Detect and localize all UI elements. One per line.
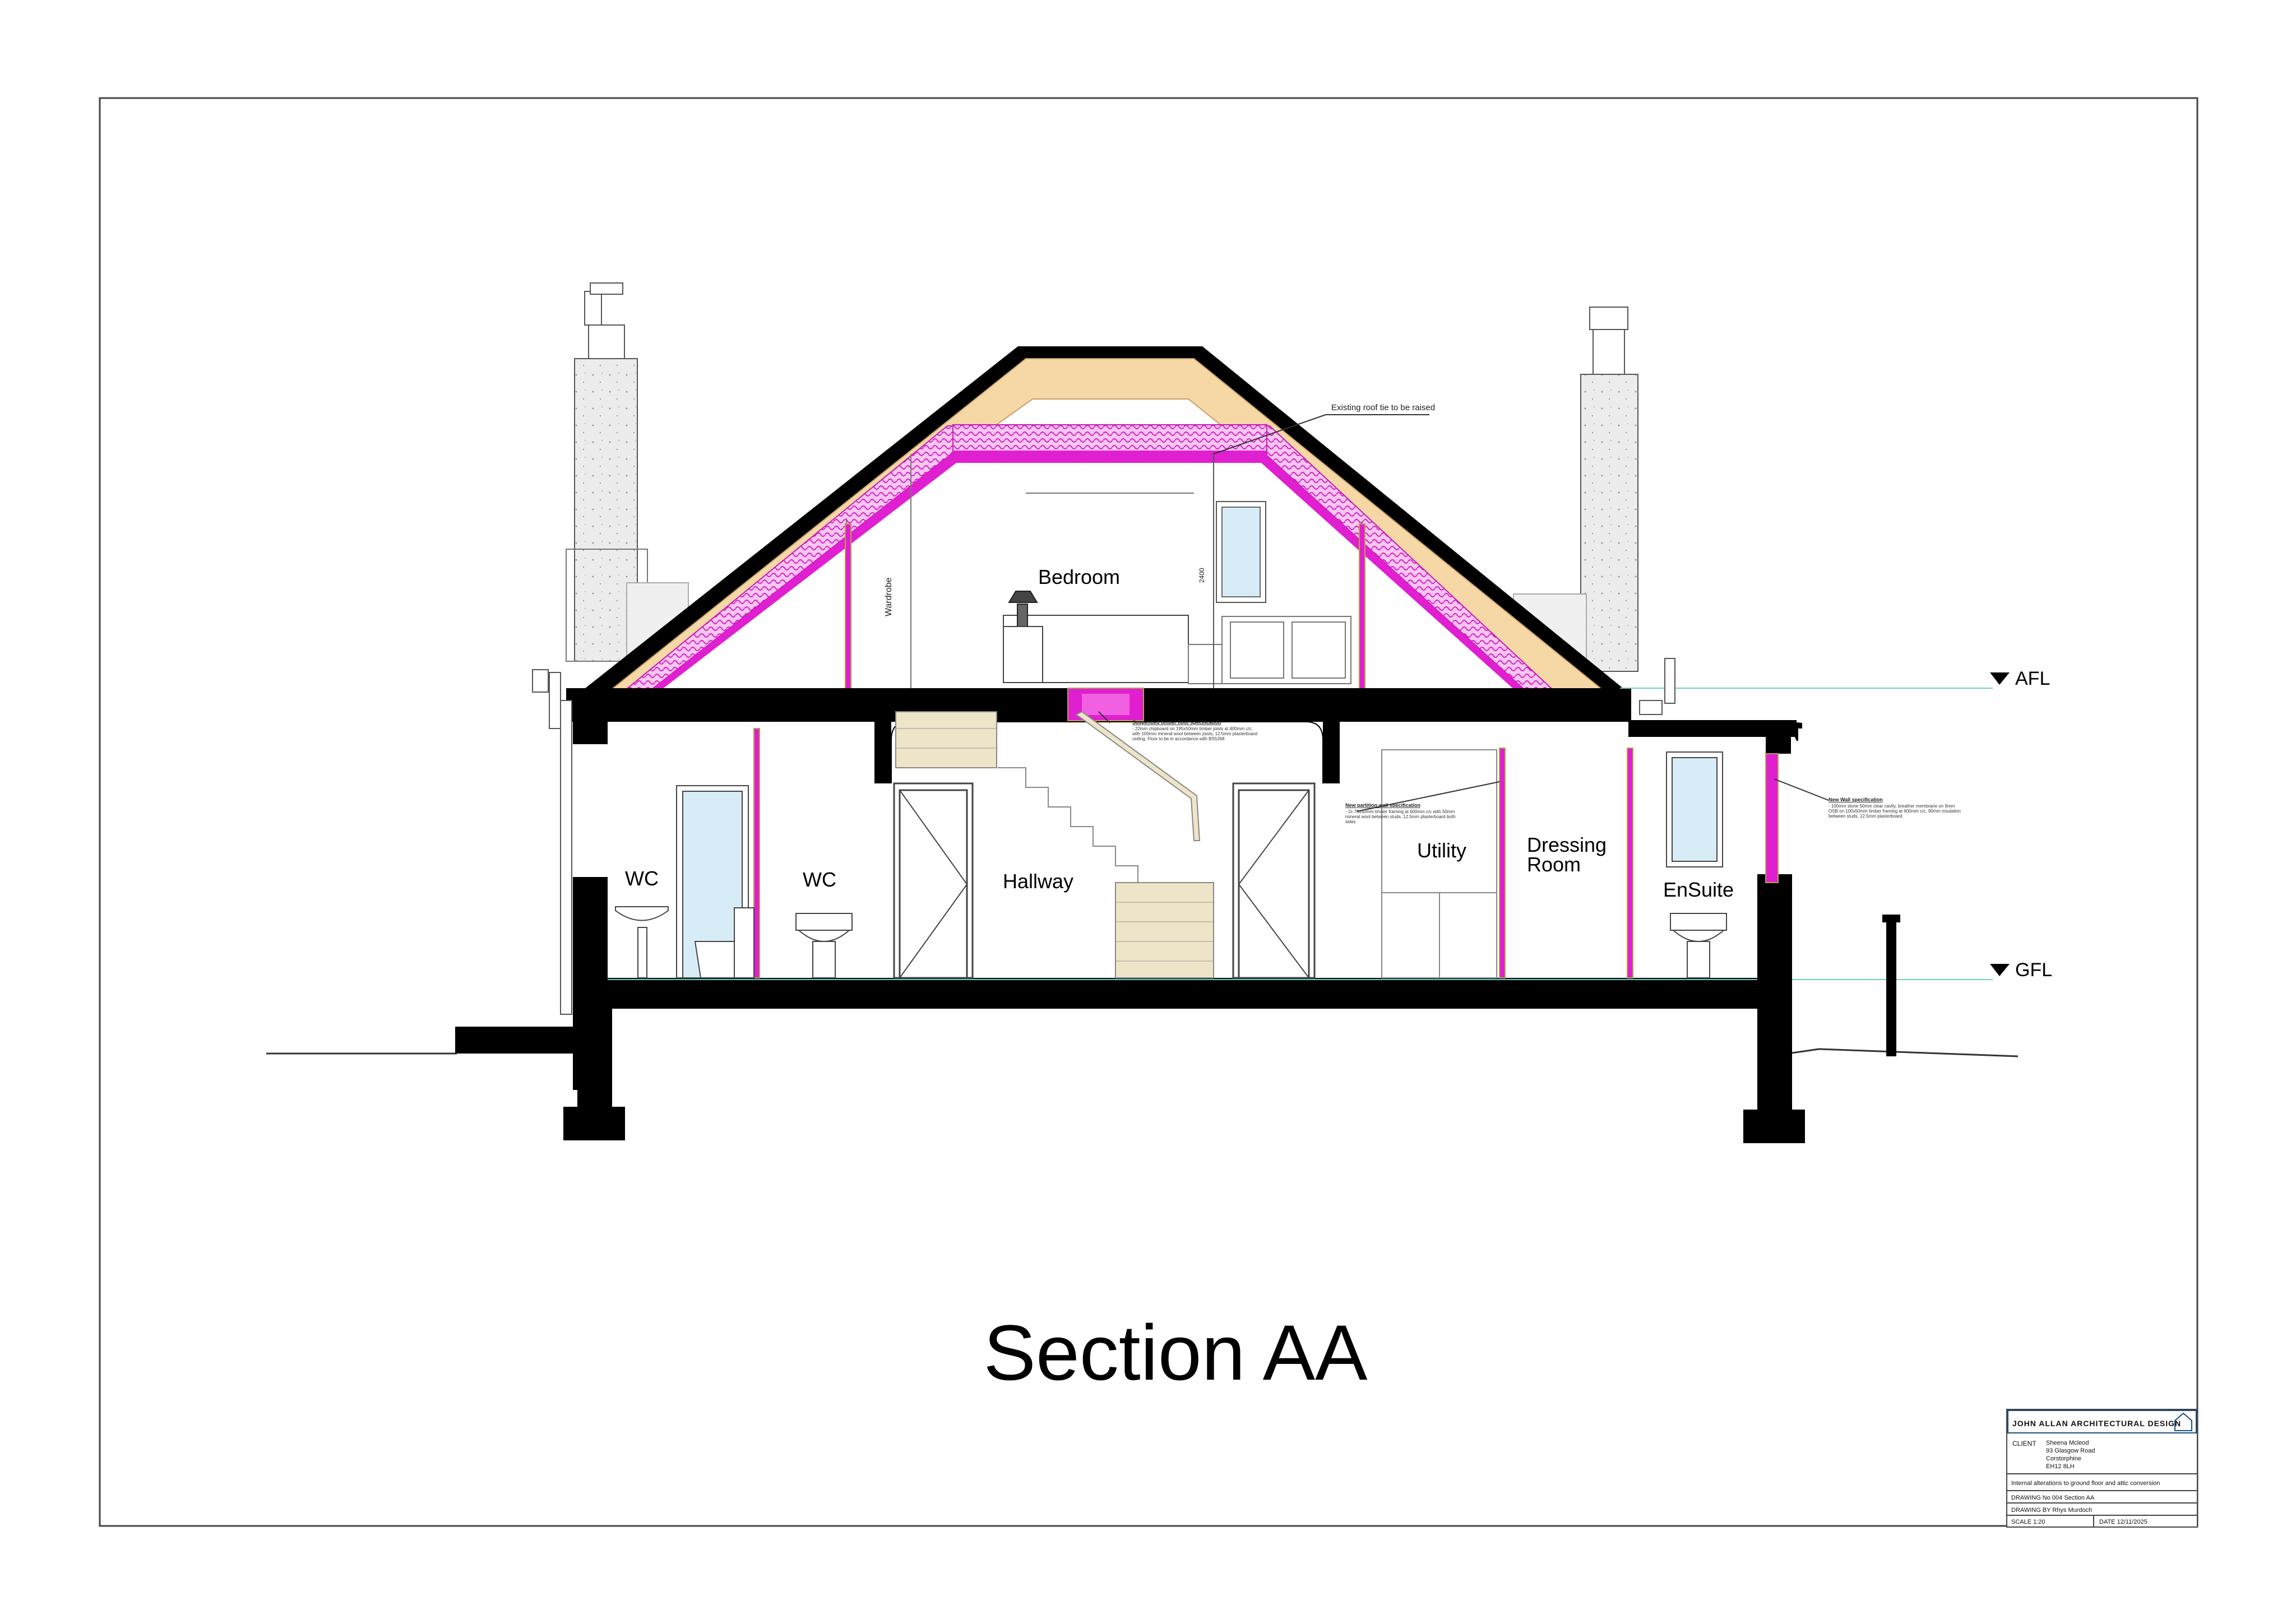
- room-label-ensuite: EnSuite: [1663, 878, 1734, 901]
- bollard: [1886, 919, 1896, 1056]
- project-description: Internal alterations to ground floor and…: [2011, 1480, 2160, 1487]
- firm-name: JOHN ALLAN ARCHITECTURAL DESIGN: [2012, 1419, 2181, 1428]
- room-label-dressing-1: Dressing: [1527, 833, 1607, 856]
- roof-tie-note: Existing roof tie to be raised: [1213, 403, 1435, 454]
- client-line-4: EH12 8LH: [2046, 1463, 2075, 1470]
- floor-spec-note: Suspended timber floor specification - 2…: [1098, 711, 1258, 741]
- date: DATE 12/11/2025: [2099, 1519, 2147, 1525]
- partition-spec-body: - 2x 75x50mm timber framing at 600mm c/c…: [1345, 809, 1456, 824]
- client-label: CLIENT: [2012, 1440, 2036, 1447]
- drawing-title: Section AA: [984, 1309, 1368, 1396]
- room-label-wc-left: WC: [625, 867, 659, 890]
- ground-line: [266, 1048, 2019, 1057]
- gfl-label: GFL: [2015, 959, 2052, 981]
- wall-spec-note: New Wall specification - 100mm stone 50m…: [1774, 778, 1961, 819]
- wall-spec-body: - 100mm stone 50mm clear cavity, breathe…: [1829, 804, 1961, 819]
- interior-walls: [753, 728, 1779, 978]
- wc-left-fixtures: [615, 785, 754, 978]
- ground-floor-walls: [455, 720, 1805, 1143]
- afl-label: AFL: [2015, 668, 2050, 689]
- hallway-doors: [893, 782, 1316, 979]
- wardrobe-label: Wardrobe: [884, 577, 894, 616]
- chimney-right: [1580, 307, 1638, 672]
- gfl-marker: [1990, 964, 2010, 976]
- client-line-2: 93 Glasgow Road: [2046, 1447, 2095, 1454]
- room-label-hallway: Hallway: [1003, 870, 1073, 893]
- svg-text:New Wall specification: New Wall specification: [1829, 797, 1883, 802]
- scale: SCALE 1:20: [2011, 1519, 2045, 1525]
- bollard-cap: [1882, 915, 1900, 922]
- chimney-left: [566, 282, 648, 662]
- client-line-1: Sheena Mcleod: [2046, 1440, 2089, 1446]
- client-line-3: Corstorphine: [2046, 1455, 2081, 1462]
- drawing-number: DRAWING No 004 Section AA: [2011, 1495, 2095, 1501]
- partition-spec-note: New partition wall specification - 2x 75…: [1345, 781, 1500, 824]
- room-label-bedroom: Bedroom: [1038, 565, 1120, 588]
- wc-right-fixtures: [795, 913, 853, 978]
- attic-floor: [566, 688, 1631, 722]
- utility-cabinets: [1381, 749, 1497, 978]
- title-block: JOHN ALLAN ARCHITECTURAL DESIGN CLIENT S…: [2006, 1409, 2198, 1528]
- room-label-dressing-2: Room: [1527, 853, 1581, 876]
- gutter-right: [1639, 658, 1675, 715]
- house-logo-icon: [2174, 1412, 2192, 1431]
- room-label-utility: Utility: [1417, 839, 1466, 862]
- svg-text:Suspended timber floor specifi: Suspended timber floor specification: [1132, 720, 1221, 725]
- downpipe-left: [532, 669, 572, 1015]
- drawn-by: DRAWING BY Rhys Murdoch: [2011, 1507, 2092, 1514]
- floor-spec-body: - 22mm chipboard on 195x50mm timber jois…: [1132, 726, 1258, 741]
- staircase: [895, 711, 1214, 978]
- room-label-wc-right: WC: [803, 868, 836, 891]
- ensuite-fixtures: [1666, 751, 1727, 978]
- height-mark: 2400: [1198, 568, 1206, 583]
- svg-text:New partition wall specificati: New partition wall specification: [1345, 802, 1420, 808]
- afl-marker: [1990, 672, 2010, 685]
- svg-text:Existing roof tie to be raised: Existing roof tie to be raised: [1331, 403, 1435, 412]
- sheet-border: [99, 97, 2198, 1527]
